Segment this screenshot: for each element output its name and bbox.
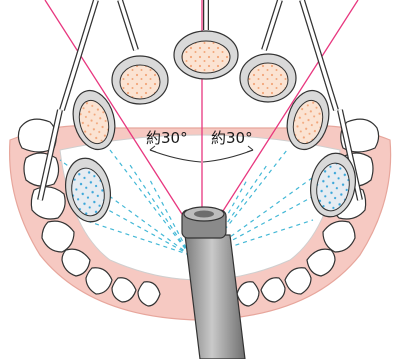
angle-label-right: 約30° [211,131,253,146]
dental-mirror-icon [174,0,238,79]
dental-mirror-icon [112,0,168,104]
angle-label-left: 約30° [146,131,188,146]
tooth [31,187,65,219]
dental-mirror-icon [240,0,296,102]
